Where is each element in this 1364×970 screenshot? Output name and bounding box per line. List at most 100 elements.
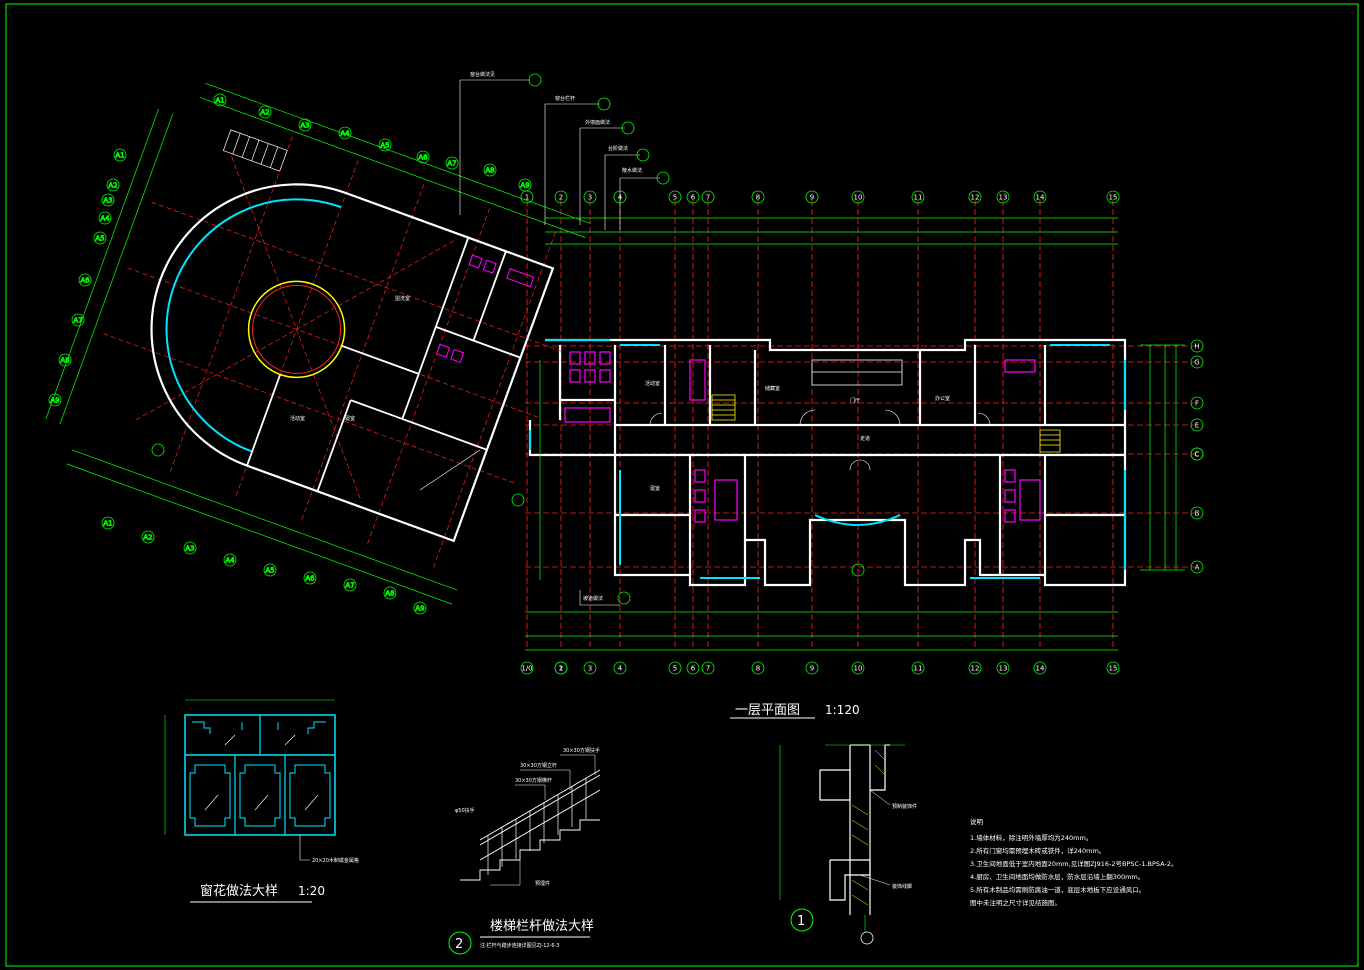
radial-bubble-bottom-A9-label: A9 [415,605,424,613]
notes-heading: 说明 [970,817,984,826]
leader-text-6: 坡道做法 [583,595,603,602]
radial-bubble-left-A8-label: A8 [60,357,69,365]
radial-bubble-top-A2: A2 [258,105,272,119]
axis-bubble-bottom-6-label: 6 [691,665,696,673]
axis-bubble-top-8: 8 [751,190,765,204]
axis-bubble-right-A-label: A [1195,564,1200,572]
axis-bubble-bottom-14: 14 [1033,661,1047,675]
radial-bubble-bottom-A2: A2 [141,530,155,544]
note-line-2: 2.所有门窗均需预埋木砖或铁件，详240mm。 [970,846,1105,855]
radial-bubble-top-A6: A6 [416,150,430,164]
leader-text-1: 窗台做法见 [470,71,495,78]
stair-railing-detail: 30×30方钢扶手 30×30方钢立杆 30×30方钢横杆 φ50扶手 预埋件 … [448,747,601,955]
radial-bubble-left-A9-label: A9 [50,397,59,405]
axis-bubble-top-1: 1 [520,190,534,204]
radial-bubble-bottom-A1: A1 [101,516,115,530]
axis-bubble-top-7-label: 7 [706,194,710,202]
axis-bubble-bottom-11-label: 11 [914,665,923,673]
radial-bubble-bottom-A2-label: A2 [143,534,152,542]
stair-label-baluster: 30×30方钢立杆 [520,762,557,769]
axis-bubble-top-6-label: 6 [691,194,696,202]
room-labels: 活动室 盥洗室 寝室 活动室 寝室 门厅 走道 办公室 储藏室 [290,295,950,492]
stair-label-rail: 30×30方钢横杆 [515,777,552,784]
main-plan-title: 一层平面图 [735,703,800,718]
stair-label-handrail: 30×30方钢扶手 [563,747,600,754]
axis-bubble-bottom-9-label: 9 [810,665,814,673]
axis-bubble-right-H: H [1190,339,1204,353]
radial-bubble-top-A7-label: A7 [447,160,456,168]
radial-bubble-bottom-A5-label: A5 [265,567,274,575]
radial-bubble-left-A3: A3 [101,193,115,207]
radial-bubble-top-A1: A1 [213,93,227,107]
axis-bubble-bottom-8: 8 [751,661,765,675]
note-line-4: 4.厨房、卫生间地面均做防水层，防水层沿墙上翻300mm。 [970,872,1144,881]
axis-bubble-bottom-3-label: 3 [588,665,592,673]
axis-bubble-bottom-15-label: 15 [1109,665,1118,673]
radial-bubble-top-A8: A8 [483,163,497,177]
radial-bubble-top-A7: A7 [445,156,459,170]
axis-bubble-bottom-2: 2 [554,661,568,675]
radial-bubble-bottom-A8: A8 [383,586,397,600]
radial-bubble-top-A6-label: A6 [418,154,428,162]
axis-bubble-right-extra-label: C [1195,451,1200,459]
main-plan-scale: 1:120 [825,703,860,717]
radial-bubble-bottom-A1-label: A1 [103,520,112,528]
axis-bubble-bottom-0-label: 1/0 [521,665,532,673]
radial-bubble-left-A7: A7 [71,313,85,327]
window-detail: 20×20木制或金属格 窗花做法大样 1:20 [164,699,359,903]
room-label-left-2: 盥洗室 [395,295,410,302]
axis-bubble-right-B: B [1190,506,1204,520]
room-label-left-3: 寝室 [345,415,355,422]
axis-bubble-top-14-label: 14 [1036,194,1045,202]
axis-bubble-top-10: 10 [851,190,865,204]
leader-text-2: 窗台栏杆 [555,95,575,102]
stair-detail-number: 2 [455,937,463,952]
radial-bubble-bottom-A7: A7 [343,578,357,592]
radial-bubble-left-A4: A4 [98,211,112,225]
axis-bubble-right-A: A [1190,560,1204,574]
axis-bubble-top-2: 2 [554,190,568,204]
dimension-lines [525,217,1185,651]
radial-bubble-bottom-A4: A4 [223,553,237,567]
section-number: 1 [797,914,805,929]
radial-bubble-top-A9: A9 [518,178,532,192]
room-label-right-5: 办公室 [935,395,950,402]
radial-bubble-left-A5: A5 [93,231,107,245]
axis-bubble-right-E: E [1190,418,1204,432]
axis-bubble-top-3: 3 [583,190,597,204]
axis-bubble-bottom-11: 11 [911,661,925,675]
axis-bubble-top-15: 15 [1106,190,1120,204]
radial-bubble-top-A5-label: A5 [380,142,389,150]
axis-bubble-right-F: F [1190,396,1204,410]
radial-bubble-top-A3-label: A3 [300,122,309,130]
room-label-right-2: 寝室 [650,485,660,492]
main-title-block: 一层平面图 1:120 [730,703,860,719]
room-label-right-4: 走道 [860,435,870,442]
radial-bubble-top-A1-label: A1 [215,97,224,105]
axis-bubble-right-B-label: B [1195,510,1200,518]
axis-bubble-right-C-label: C [1195,451,1200,459]
leader-text-4: 台阶做法 [608,145,628,152]
axis-bubble-top-13-label: 13 [999,194,1008,202]
section-label-precast: 预制装饰件 [892,803,917,810]
room-label-right-1: 活动室 [645,380,660,387]
axis-bubble-right-G: G [1190,355,1204,369]
radial-bubble-left-A3-label: A3 [103,197,112,205]
axis-bubble-top-6: 6 [686,190,700,204]
radial-bubble-bottom-A4-label: A4 [225,557,235,565]
radial-bubble-top-A9-label: A9 [520,182,529,190]
axis-bubble-bottom-12: 12 [968,661,982,675]
window-detail-title: 窗花做法大样 [200,883,278,899]
axis-bubble-top-11: 11 [911,190,925,204]
axis-bubble-bottom-3: 3 [583,661,597,675]
leader-text-5: 散水做法 [622,167,642,174]
radial-bubble-bottom-A3: A3 [183,541,197,555]
axis-bubble-top-9-label: 9 [810,194,814,202]
note-line-3: 3.卫生间地面低于室内地面20mm,见详图ZJ916-2号BPSC-1.BPSA… [970,859,1177,868]
axis-bubble-top-7: 7 [701,190,715,204]
axis-bubble-bottom-7-label: 7 [706,665,710,673]
axis-bubble-right-H-label: H [1194,343,1199,351]
axis-bubble-bottom-10: 10 [851,661,865,675]
axis-bubble-bottom-13: 13 [996,661,1010,675]
